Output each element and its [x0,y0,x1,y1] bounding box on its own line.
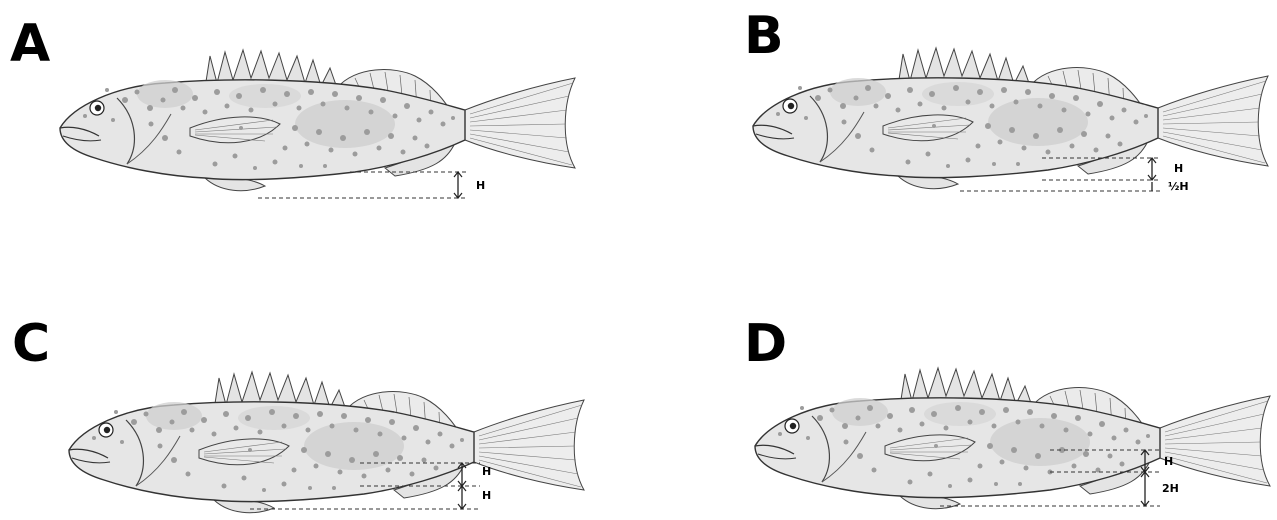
fish-illustration: H H [0,260,640,520]
panel-a: A H [0,0,640,260]
measure-label: H [476,179,485,192]
measure-label: H [1164,455,1173,468]
fish-illustration: H 2H [640,260,1277,520]
measure-label: H [1174,162,1183,175]
measure-label: ½H [1168,180,1189,193]
measure-label: H [482,489,491,502]
fish-illustration: H [0,0,640,260]
panel-c: C H H [0,260,640,520]
measure-label: 2H [1162,482,1179,495]
fish-illustration: H ½H [640,0,1277,260]
panel-b: B H ½H [640,0,1277,260]
panel-d: D H 2H [640,260,1277,520]
measure-label: H [482,465,491,478]
